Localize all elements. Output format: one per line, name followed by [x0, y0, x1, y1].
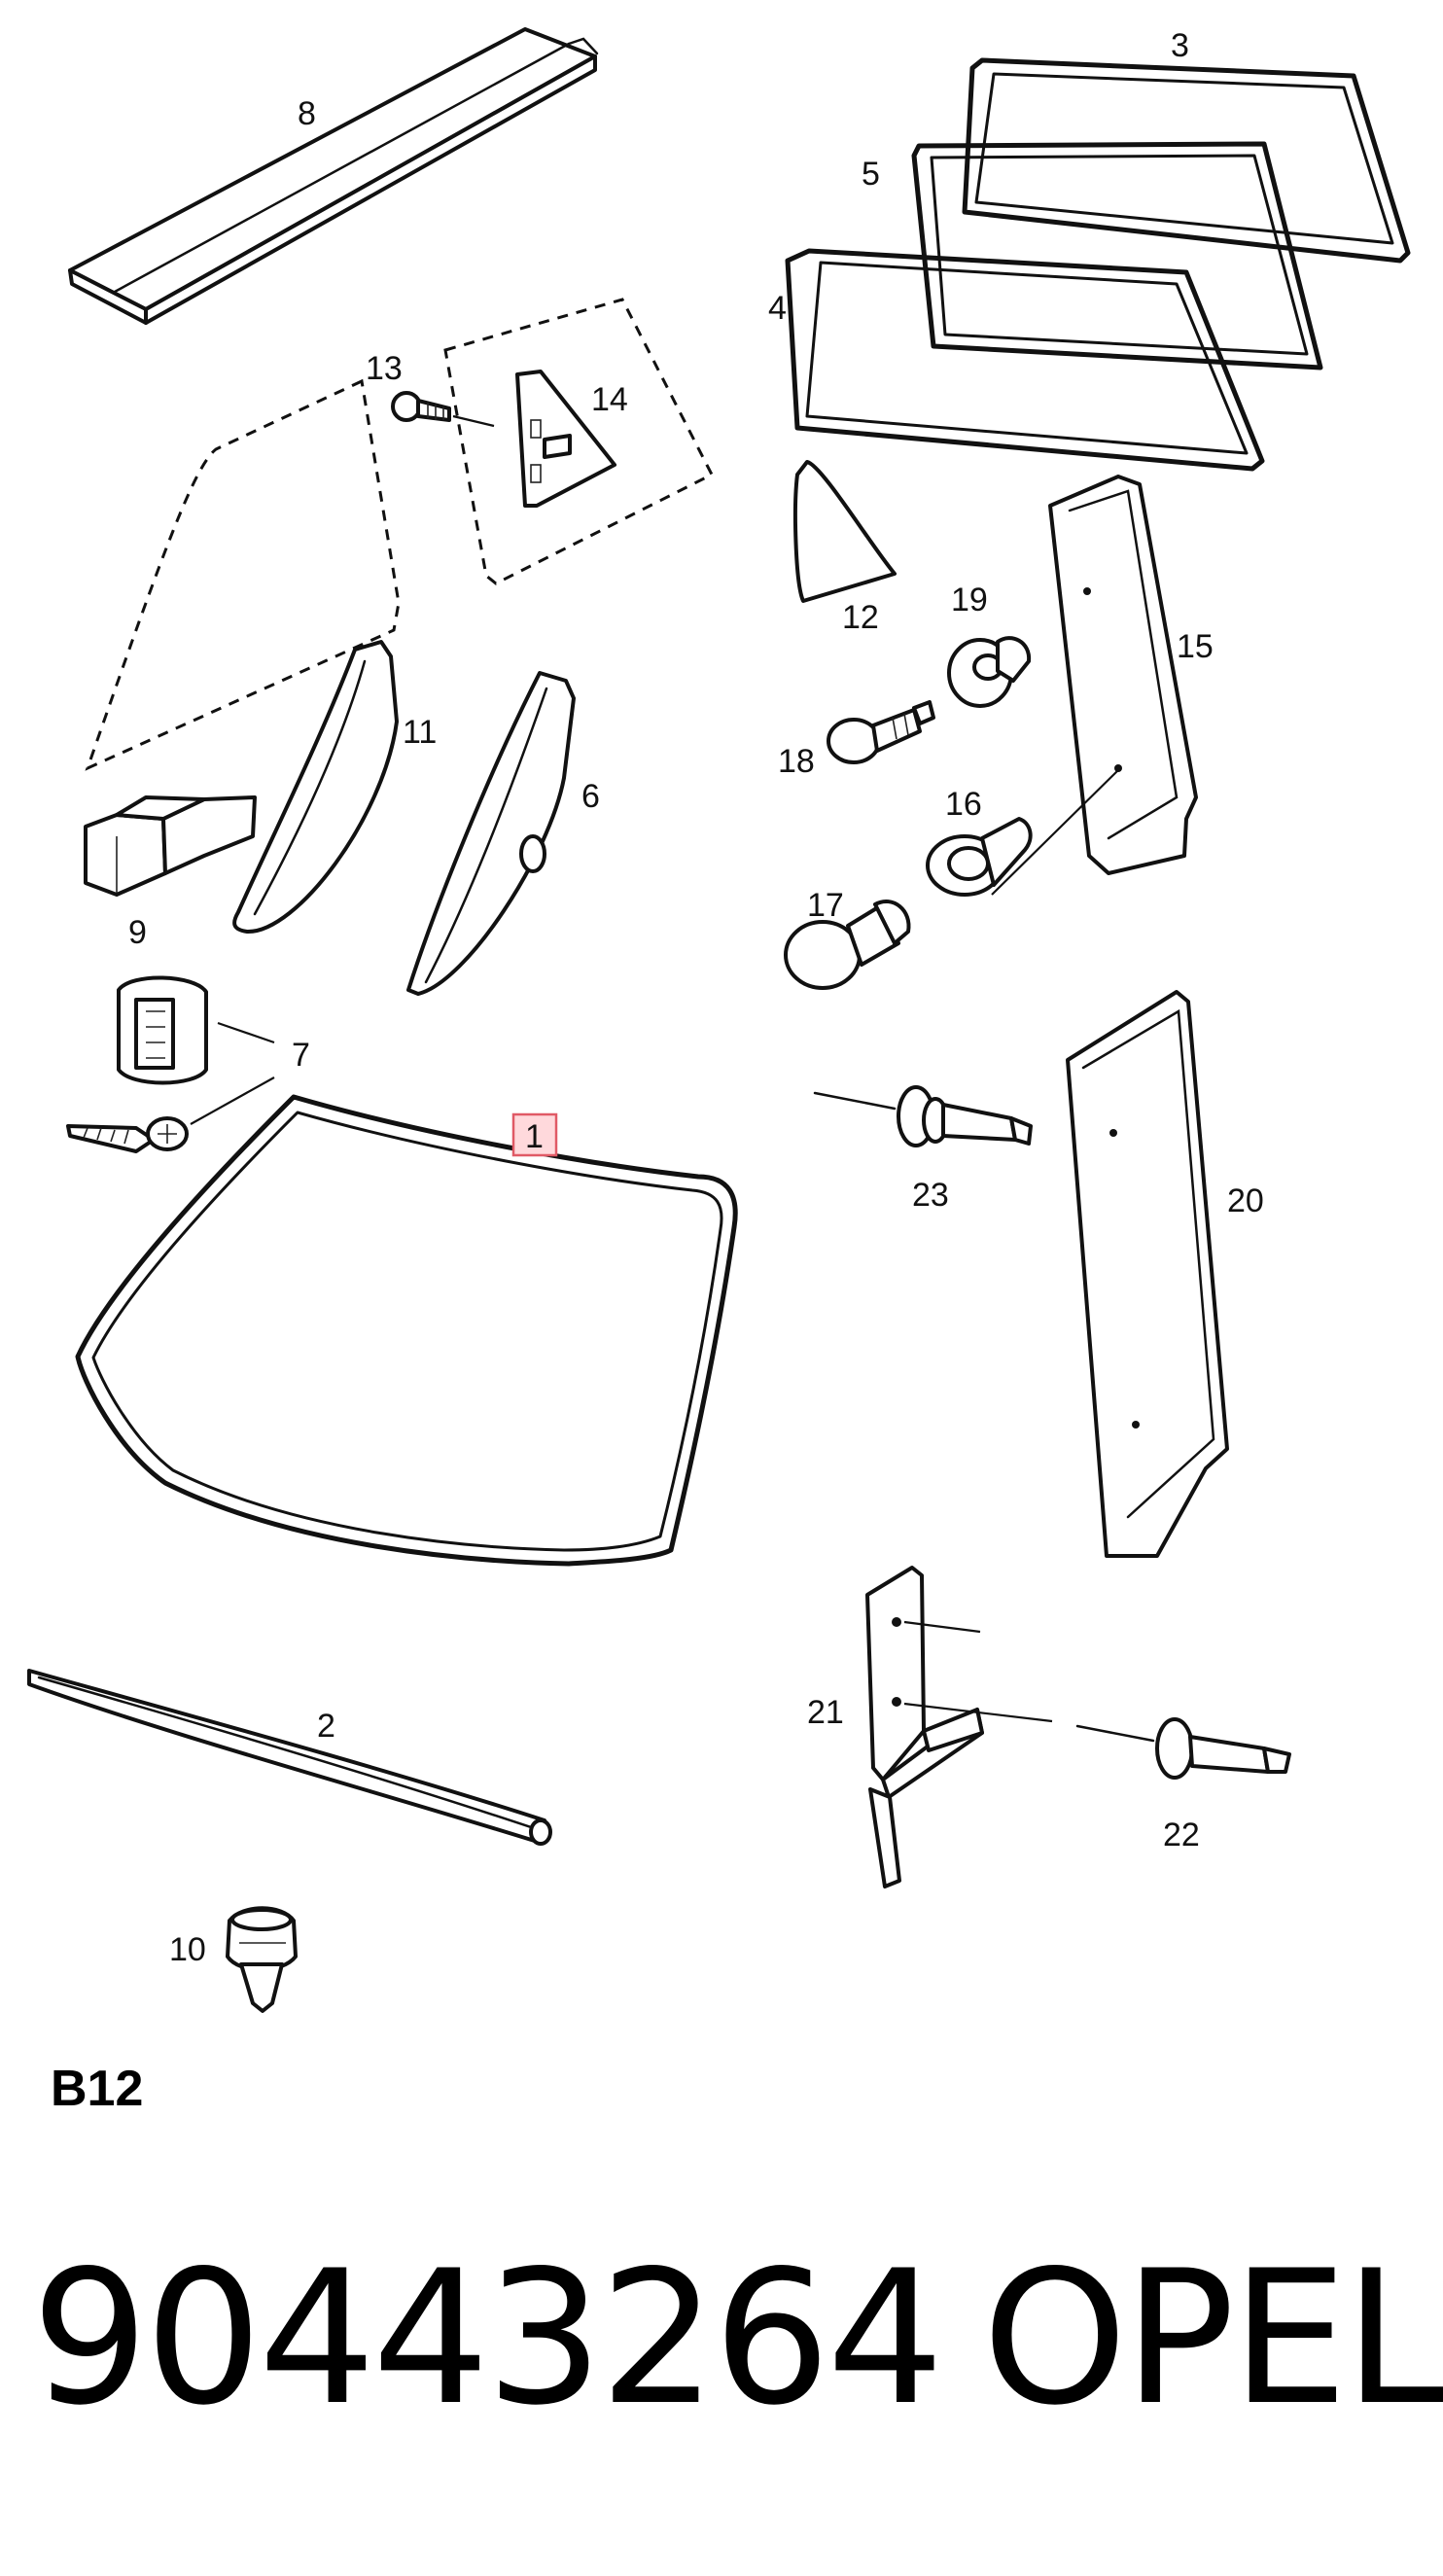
part-4-window-seal [785, 248, 1265, 472]
part-5-window-seal [911, 141, 1323, 371]
part-16-grommet [926, 767, 1121, 897]
label-1: 1 [525, 1118, 544, 1155]
label-6: 6 [581, 778, 600, 815]
part-1-windshield-seal [75, 1094, 738, 1567]
highlight-box-part-1 [511, 1112, 558, 1157]
part-11-triangular-panel [232, 640, 399, 935]
label-4: 4 [768, 290, 787, 327]
part-12-triangle-trim [793, 460, 897, 603]
part-6-triangular-panel [406, 671, 576, 996]
part-14-mounting-plate [515, 370, 616, 508]
part-17-plug [784, 899, 911, 990]
label-2: 2 [317, 1708, 335, 1745]
label-15: 15 [1177, 628, 1214, 665]
part-7-screw [66, 1076, 275, 1153]
label-16: 16 [945, 786, 982, 823]
label-21: 21 [807, 1694, 844, 1731]
label-14: 14 [591, 381, 628, 418]
label-23: 23 [912, 1177, 949, 1214]
label-19: 19 [951, 582, 988, 618]
part-22-rivet [1075, 1717, 1291, 1780]
part-18-plug [827, 700, 935, 764]
part-8-trim-strip [68, 27, 599, 325]
part-15-pillar-trim [1048, 475, 1198, 875]
part-labels: 8 3 5 4 13 14 12 19 15 11 18 6 16 17 9 7… [128, 27, 1264, 1968]
label-5: 5 [862, 156, 880, 193]
part-9-spacer-block [84, 795, 257, 897]
label-10: 10 [169, 1931, 206, 1968]
part-7-clip [117, 975, 275, 1085]
label-9: 9 [128, 914, 147, 951]
label-20: 20 [1227, 1182, 1264, 1219]
label-7: 7 [292, 1037, 310, 1074]
label-8: 8 [298, 95, 316, 132]
label-13: 13 [366, 350, 403, 387]
part-2-windshield-molding [27, 1669, 552, 1846]
part-21-bracket [865, 1566, 1053, 1888]
label-18: 18 [778, 743, 815, 780]
label-22: 22 [1163, 1817, 1200, 1853]
brand-name: OPEL [982, 2231, 1443, 2446]
part-13-screw [391, 391, 495, 428]
label-12: 12 [842, 599, 879, 636]
label-17: 17 [807, 887, 844, 924]
part-3-quarter-window-seal [962, 57, 1411, 264]
part-23-rivet [813, 1085, 1033, 1147]
part-20-pillar-trim [1066, 990, 1229, 1558]
label-11: 11 [403, 714, 437, 751]
label-3: 3 [1171, 27, 1189, 64]
part-10-clip [226, 1906, 298, 2013]
part-number: 90443264 [31, 2231, 944, 2446]
sheet-code: B12 [51, 2061, 144, 2117]
part-19-retainer [947, 636, 1032, 708]
window-glass-outline [85, 298, 715, 771]
